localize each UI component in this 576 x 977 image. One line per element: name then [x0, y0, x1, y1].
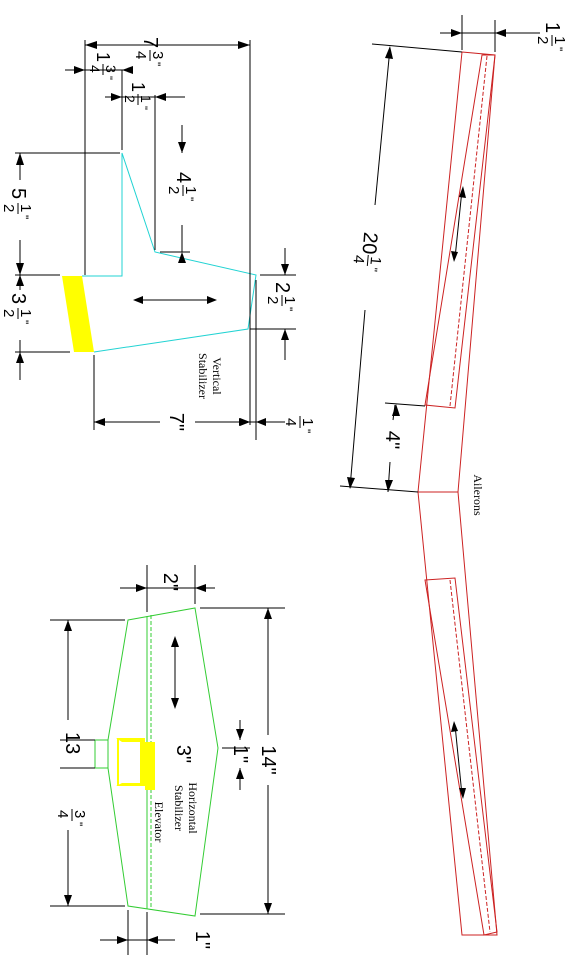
vertical-stabilizer-outline	[82, 152, 257, 353]
svg-text:Elevator: Elevator	[152, 802, 166, 843]
svg-text:7": 7"	[165, 413, 187, 431]
dim-vert-1-3-4: 1 3 4 "	[87, 52, 119, 80]
dim-vert-7: 7"	[165, 413, 187, 431]
svg-text:2: 2	[0, 204, 17, 212]
svg-text:4: 4	[87, 65, 103, 73]
vertical-stabilizer-label: Vertical Stabilizer	[196, 353, 224, 399]
svg-text:1: 1	[17, 204, 34, 212]
svg-text:": "	[182, 197, 196, 201]
svg-text:1: 1	[541, 22, 563, 33]
dim-horiz-14: 14"	[257, 745, 279, 774]
dim-horiz-1-center: 1"	[229, 745, 251, 763]
dim-wing-20-1-4: 20 1 4 "	[350, 231, 385, 272]
ailerons-label: Ailerons	[471, 474, 485, 516]
svg-text:": "	[102, 76, 114, 80]
dim-vert-4-1-2: 4 1 2 "	[165, 172, 199, 201]
dim-horiz-3: 3"	[172, 745, 194, 763]
svg-text:3: 3	[149, 51, 166, 59]
dim-vert-3-1-2: 3 1 2 "	[0, 293, 34, 324]
svg-text:4: 4	[282, 418, 299, 426]
svg-text:1: 1	[366, 256, 384, 266]
svg-text:2: 2	[534, 36, 551, 44]
svg-text:": "	[281, 307, 295, 311]
horizontal-stabilizer-group: Horizontal Stabilizer Elevator 2" 13	[50, 565, 285, 955]
svg-text:2: 2	[264, 296, 281, 304]
svg-text:": "	[17, 215, 31, 219]
svg-text:13: 13	[61, 732, 83, 754]
dim-vert-5-1-2: 5 1 2 "	[0, 188, 34, 219]
dim-horiz-13-3-4: 13 3 4 "	[54, 732, 88, 826]
rudder-strip	[62, 276, 94, 352]
svg-text:": "	[149, 62, 163, 66]
elevator-label: Elevator	[152, 802, 166, 843]
svg-text:Ailerons: Ailerons	[471, 474, 485, 516]
svg-text:2": 2"	[159, 573, 181, 591]
dim-vert-7-3-4: 7 3 4 "	[132, 37, 166, 66]
horizontal-stabilizer-outline	[94, 607, 219, 917]
horizontal-stabilizer-label: Horizontal Stabilizer	[172, 782, 200, 834]
svg-text:1: 1	[551, 36, 568, 44]
svg-text:": "	[71, 822, 85, 826]
wing-group: Ailerons 1 1 2 " 20 1 4 "	[339, 15, 568, 936]
dim-vert-1-4: 1 4 "	[282, 416, 316, 433]
svg-text:1": 1"	[229, 745, 251, 763]
dim-vert-2-1-2: 2 1 2 "	[264, 282, 298, 311]
svg-text:4: 4	[172, 172, 194, 183]
svg-text:3: 3	[7, 293, 29, 304]
svg-text:20: 20	[357, 231, 381, 255]
svg-text:5: 5	[7, 188, 29, 199]
dim-vert-1-1-2: 1 1 2 "	[122, 82, 154, 110]
svg-text:2: 2	[271, 282, 293, 293]
vertical-label-line1: Vertical	[210, 357, 224, 395]
svg-text:7: 7	[139, 37, 161, 48]
svg-text:4: 4	[350, 254, 368, 264]
svg-text:1": 1"	[191, 931, 213, 949]
svg-text:Horizontal: Horizontal	[186, 782, 200, 834]
svg-text:3: 3	[103, 65, 119, 73]
aileron-lower	[424, 577, 498, 936]
svg-text:": "	[17, 320, 31, 324]
svg-text:2: 2	[165, 186, 182, 194]
svg-text:1: 1	[138, 95, 154, 103]
svg-text:1: 1	[128, 82, 148, 92]
dim-horiz-1-bottom: 1"	[191, 931, 213, 949]
aileron-upper	[424, 54, 496, 409]
svg-text:": "	[551, 47, 565, 51]
svg-text:2: 2	[0, 309, 17, 317]
vertical-stabilizer-group: Vertical Stabilizer 7 3 4 " 1	[0, 37, 316, 440]
svg-text:3": 3"	[172, 745, 194, 763]
dim-wing-1-1-2: 1 1 2 "	[534, 22, 568, 51]
svg-text:": "	[299, 429, 313, 433]
svg-text:2: 2	[122, 95, 138, 103]
dim-wing-4: 4"	[381, 431, 404, 450]
svg-text:1: 1	[17, 309, 34, 317]
svg-text:": "	[137, 106, 149, 110]
svg-text:1: 1	[299, 418, 316, 426]
svg-text:4: 4	[54, 810, 71, 818]
svg-text:Stabilizer: Stabilizer	[172, 785, 186, 831]
control-horn	[116, 738, 155, 790]
dim-horiz-2: 2"	[159, 573, 181, 591]
svg-text:1: 1	[93, 52, 113, 62]
svg-text:3: 3	[71, 810, 88, 818]
svg-text:4: 4	[132, 51, 149, 59]
svg-text:1: 1	[281, 296, 298, 304]
svg-text:": "	[366, 267, 380, 272]
vertical-label-line2: Stabilizer	[196, 353, 210, 399]
svg-text:1: 1	[182, 186, 199, 194]
svg-text:14": 14"	[257, 745, 279, 774]
svg-text:4": 4"	[381, 431, 404, 450]
